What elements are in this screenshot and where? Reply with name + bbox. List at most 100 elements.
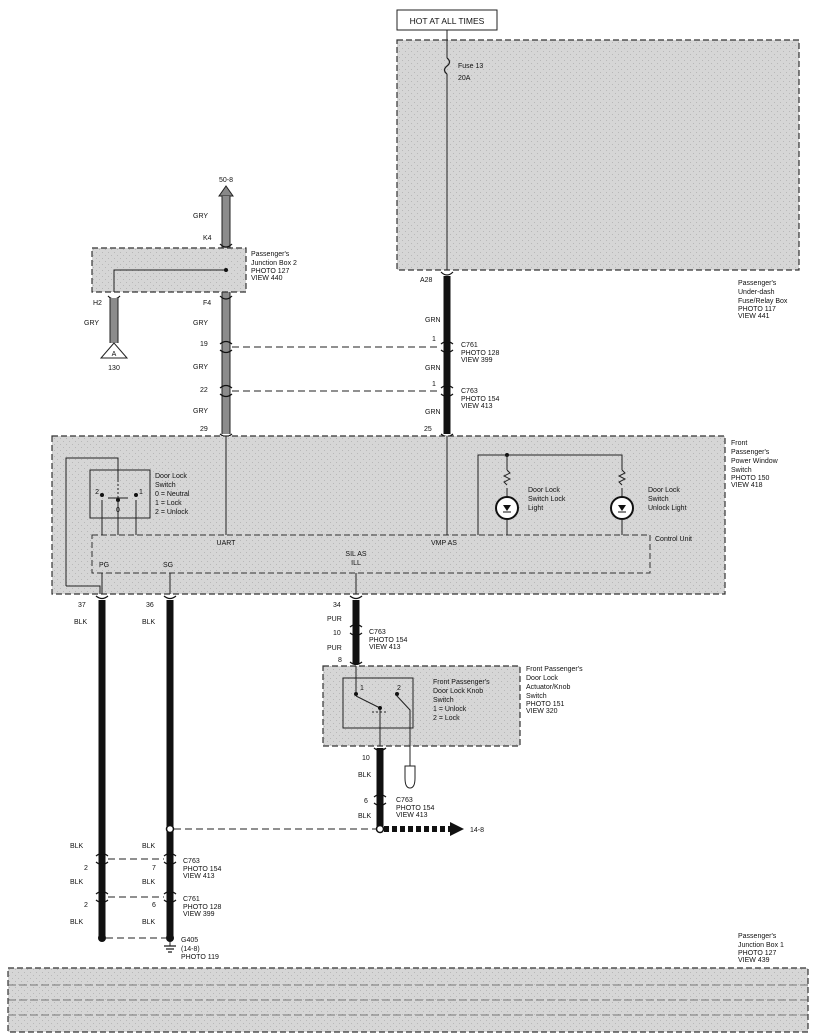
jb2-name-2: Junction Box 2 [251, 260, 297, 267]
terminal-pg: PG [99, 562, 109, 569]
jb1-name-1: Passenger's [738, 933, 777, 940]
connector-c763-low: C763 PHOTO 154 VIEW 413 [396, 797, 434, 819]
wire-color-blk-2: BLK [142, 619, 156, 626]
pin-25: 25 [424, 426, 432, 433]
wire-color-gry-2: GRY [193, 320, 208, 327]
dls-line-2: Switch [155, 482, 176, 489]
underdash-photo: PHOTO 117 [738, 306, 776, 313]
c763-mid-photo: PHOTO 154 [369, 637, 407, 644]
door-lock-switch-box [89, 469, 151, 519]
power-source: HOT AT ALL TIMES [396, 9, 498, 31]
wire-color-blk-1: BLK [74, 619, 88, 626]
pin-19: 19 [200, 341, 208, 348]
actuator-label: Front Passenger's Door Lock Actuator/Kno… [526, 666, 583, 715]
underdash-fuse-relay-box: Fuse 13 20A [396, 39, 800, 271]
c761-bottom-view: VIEW 399 [183, 911, 215, 918]
pin-37: 37 [78, 602, 86, 609]
wire-color-blk-3: BLK [70, 843, 84, 850]
c763-bottom-name: C763 [183, 858, 200, 865]
lock-light-line-2: Switch Lock [528, 496, 566, 503]
control-unit-label: Control Unit [655, 536, 692, 543]
wire-color-gry-3: GRY [193, 364, 208, 371]
unlock-light-line-2: Switch [648, 496, 669, 503]
pin-22: 22 [200, 387, 208, 394]
dls-line-4: 1 = Lock [155, 500, 182, 507]
act-name-4: Switch [526, 693, 547, 700]
c763-mid-view: VIEW 413 [369, 644, 401, 651]
arrow-up-icon [218, 185, 234, 197]
ground-icon [164, 942, 176, 953]
ground-ref: (14-8) [181, 946, 200, 953]
connector-c761-bottom: C761 PHOTO 128 VIEW 399 [183, 896, 221, 918]
wire-color-grn-2: GRN [425, 365, 441, 372]
lock-light-icon [495, 496, 519, 520]
wire-color-blk-4: BLK [142, 843, 156, 850]
c763-low-view: VIEW 413 [396, 812, 428, 819]
lock-light-line-1: Door Lock [528, 487, 560, 494]
pin-2a: 2 [84, 865, 88, 872]
wire-color-gry-h2: GRY [84, 320, 99, 327]
terminal-k4: K4 [203, 235, 212, 242]
c763-bottom-view: VIEW 413 [183, 873, 215, 880]
underdash-name-1: Passenger's [738, 280, 777, 287]
fuse-name: Fuse 13 [458, 63, 483, 70]
junction-box-1-label: Passenger's Junction Box 1 PHOTO 127 VIE… [738, 933, 784, 964]
jb1-photo: PHOTO 127 [738, 950, 776, 957]
act-view: VIEW 320 [526, 708, 558, 715]
pin-29: 29 [200, 426, 208, 433]
c761-upper-name: C761 [461, 342, 478, 349]
c763-upper-name: C763 [461, 388, 478, 395]
offpage-ref-a: A 130 [99, 342, 129, 372]
knob-line-5: 2 = Lock [433, 715, 460, 722]
pin-8: 8 [338, 657, 342, 664]
c761-upper-photo: PHOTO 128 [461, 350, 499, 357]
wire-color-grn-1: GRN [425, 317, 441, 324]
jb1-view: VIEW 439 [738, 957, 770, 964]
ws-name-2: Passenger's [731, 449, 770, 456]
door-knob-icon [404, 765, 416, 789]
knob-line-4: 1 = Unlock [433, 706, 467, 713]
wire-color-blk-6: BLK [142, 879, 156, 886]
ref-a-letter: A [112, 351, 117, 358]
junction-box-2 [91, 247, 247, 293]
terminal-uart: UART [217, 540, 237, 547]
pin-34: 34 [333, 602, 341, 609]
terminal-silas: SIL AS [345, 551, 366, 558]
pin-7: 7 [152, 865, 156, 872]
pin-36: 36 [146, 602, 154, 609]
wire-color-pur-2: PUR [327, 645, 342, 652]
wire-color-pur-1: PUR [327, 616, 342, 623]
c763-bottom-photo: PHOTO 154 [183, 866, 221, 873]
offpage-50-8: 50-8 [218, 177, 234, 197]
knob-line-2: Door Lock Knob [433, 688, 483, 695]
pin-1-c761: 1 [432, 336, 436, 343]
lock-light-line-3: Light [528, 505, 543, 512]
pin-10b: 10 [362, 755, 370, 762]
splice-point-sg [165, 824, 175, 834]
act-name-2: Door Lock [526, 675, 558, 682]
splice-point-act [375, 824, 385, 834]
terminal-f4: F4 [203, 300, 211, 307]
ground-name: G405 [181, 937, 198, 944]
terminal-sg: SG [163, 562, 173, 569]
pg-wire [65, 457, 119, 586]
act-name-1: Front Passenger's [526, 666, 583, 673]
wire-color-blk-act-2: BLK [358, 813, 372, 820]
ground-photo: PHOTO 119 [181, 954, 219, 961]
offpage-ref-50-8: 50-8 [219, 177, 233, 184]
switch-pos-0: 0 [116, 507, 120, 514]
connector-c763-upper: C763 PHOTO 154 VIEW 413 [461, 388, 499, 410]
jb2-name-1: Passenger's [251, 251, 290, 258]
terminal-a28: A28 [420, 277, 433, 284]
act-name-3: Actuator/Knob [526, 684, 570, 691]
unlock-light-line-3: Unlock Light [648, 505, 687, 512]
unlock-light-line-1: Door Lock [648, 487, 680, 494]
hot-at-all-times-label: HOT AT ALL TIMES [410, 16, 485, 26]
dls-line-5: 2 = Unlock [155, 509, 189, 516]
connector-c761-upper: C761 PHOTO 128 VIEW 399 [461, 342, 499, 364]
ws-name-4: Switch [731, 467, 752, 474]
ref-a-number: 130 [108, 365, 120, 372]
wire-color-blk-7: BLK [70, 919, 84, 926]
fuse-icon [443, 57, 451, 75]
